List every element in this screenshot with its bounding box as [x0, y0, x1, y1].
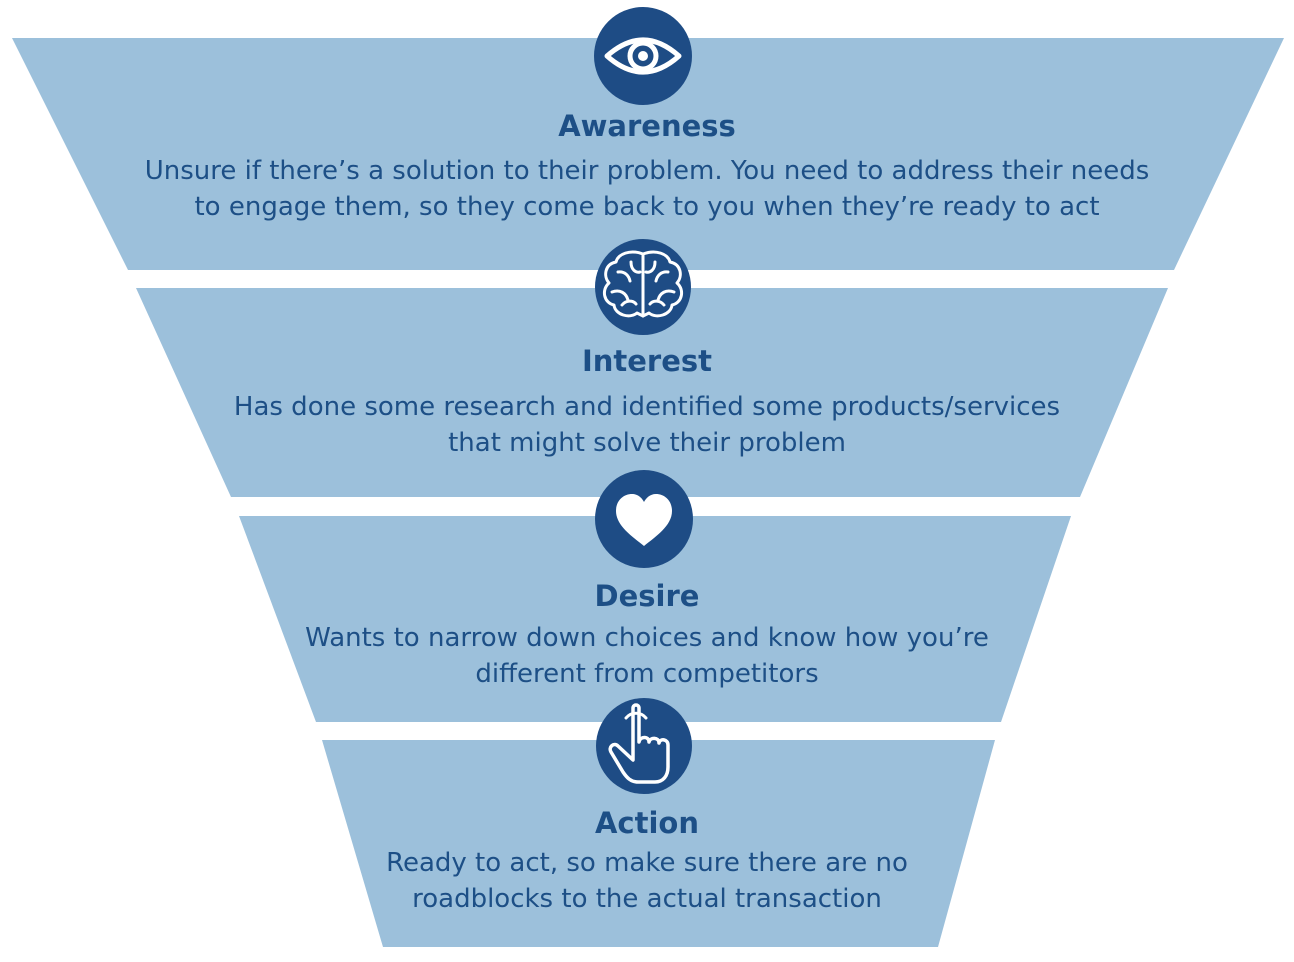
- description-line: different from competitors: [475, 659, 819, 689]
- description-line: Unsure if there’s a solution to their pr…: [144, 156, 1150, 186]
- stage-description-interest: Has done some research and identified so…: [0, 389, 1294, 461]
- description-line: Wants to narrow down choices and know ho…: [305, 623, 989, 653]
- brain-icon: [595, 239, 691, 335]
- stage-title-interest: Interest: [581, 344, 713, 378]
- stage-description-action: Ready to act, so make sure there are no …: [0, 845, 1294, 917]
- eye-icon: [594, 7, 692, 105]
- description-line: Ready to act, so make sure there are no: [386, 848, 908, 878]
- description-line: Has done some research and identified so…: [233, 392, 1061, 422]
- funnel-band-desire: [239, 516, 1071, 722]
- stage-title-action: Action: [594, 806, 699, 840]
- funnel-band-action: [322, 740, 995, 947]
- description-line: that might solve their problem: [448, 428, 846, 458]
- funnel-band-awareness: [12, 38, 1284, 270]
- stage-description-desire: Wants to narrow down choices and know ho…: [0, 620, 1294, 692]
- pointing-hand-icon: [596, 698, 692, 794]
- stage-title-awareness: Awareness: [558, 109, 736, 143]
- funnel-band-interest: [136, 288, 1168, 497]
- description-line: to engage them, so they come back to you…: [194, 192, 1100, 222]
- heart-icon: [595, 470, 693, 568]
- stage-title-desire: Desire: [594, 579, 700, 613]
- description-line: roadblocks to the actual transaction: [412, 884, 882, 914]
- stage-description-awareness: Unsure if there’s a solution to their pr…: [0, 153, 1294, 225]
